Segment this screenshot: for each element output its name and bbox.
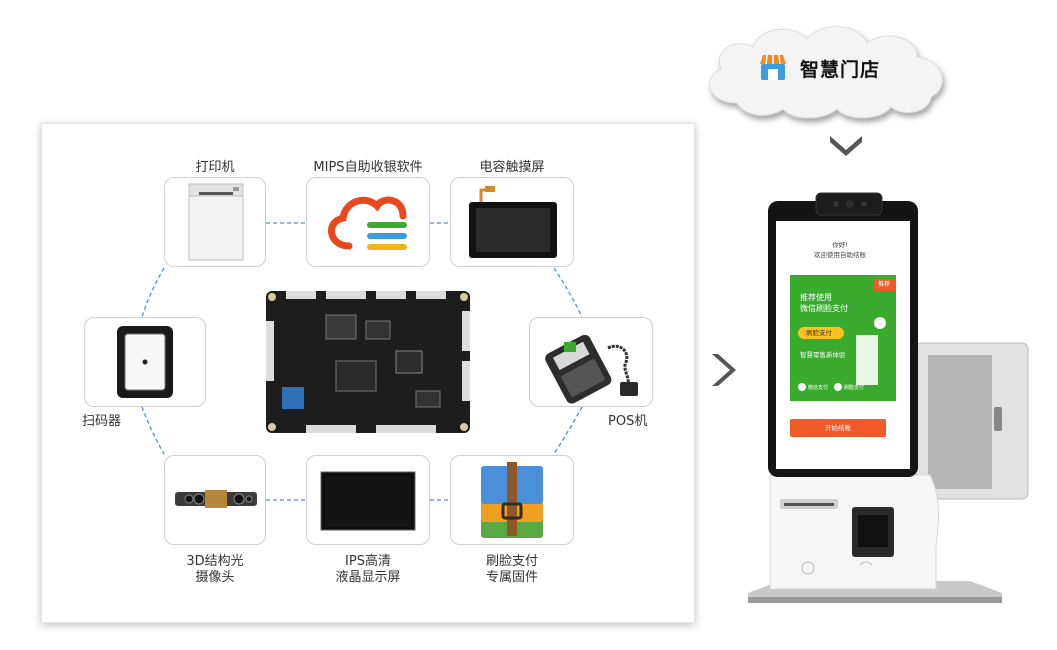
- printer-label: 打印机: [195, 160, 235, 175]
- camera-label-line2: 摄像头: [195, 570, 235, 585]
- architecture-panel: 打印机 MIPS自助收银软件 电容触摸屏 扫码器: [41, 123, 695, 623]
- pos-label: POS机: [608, 414, 648, 429]
- store-icon: [758, 52, 788, 86]
- firmware-card: [450, 455, 574, 545]
- motherboard-image: [266, 291, 470, 433]
- connector-lines: [141, 222, 583, 501]
- firmware-archive-icon: [481, 462, 543, 538]
- display-label-line2: 液晶显示屏: [335, 570, 401, 585]
- touchscreen-card: [450, 177, 574, 267]
- cloud-title: 智慧门店: [800, 59, 881, 81]
- kiosk-welcome: 欢迎使用自助结账: [814, 251, 866, 259]
- chevron-right-icon: [712, 354, 736, 386]
- printer-card: [164, 177, 266, 267]
- chevron-down-icon: [830, 136, 862, 156]
- display-label-line1: IPS高清: [345, 554, 391, 569]
- camera-card: [164, 455, 266, 545]
- start-checkout-button[interactable]: 开始结账: [825, 424, 851, 432]
- scanner-label: 扫码器: [82, 414, 122, 429]
- pos-terminal-icon: [545, 334, 638, 404]
- kiosk-body-icon: [748, 192, 1029, 603]
- kiosk-device: 你好! 欢迎使用自助结账 推荐 推荐使用 微信刷脸支付 刷脸支付 智慧零售新体验…: [740, 185, 1040, 625]
- touchscreen-label: 电容触摸屏: [479, 160, 545, 175]
- cloud-shape: [709, 26, 943, 119]
- face-pay-button[interactable]: 刷脸支付: [806, 329, 832, 337]
- touch-panel-icon: [469, 186, 557, 258]
- mips-cloud-logo-icon: [328, 196, 407, 250]
- software-label: MIPS自助收银软件: [313, 160, 423, 175]
- kiosk-greeting: 你好!: [832, 241, 848, 249]
- printer-icon: [188, 183, 244, 261]
- recommend-line2: 微信刷脸支付: [800, 304, 848, 313]
- firmware-label-line2: 专属固件: [485, 570, 539, 585]
- motherboard-icon: [266, 291, 470, 433]
- display-card: [306, 455, 430, 545]
- camera-label-line1: 3D结构光: [186, 554, 244, 569]
- recommend-line1: 推荐使用: [800, 293, 832, 302]
- software-card: [306, 177, 430, 267]
- pos-card: [529, 317, 653, 407]
- barcode-scanner-icon: [117, 326, 173, 398]
- 3d-camera-module-icon: [175, 490, 257, 508]
- firmware-label-line1: 刷脸支付: [485, 554, 539, 569]
- scanner-card: [84, 317, 206, 407]
- smart-retail-line: 智慧零售新体验: [800, 351, 846, 359]
- face-pay-small-label: 刷脸支付: [844, 385, 865, 391]
- lcd-display-icon: [320, 471, 416, 531]
- wechat-pay-label: 微信支付: [808, 385, 829, 391]
- recommend-badge: 推荐: [878, 281, 891, 288]
